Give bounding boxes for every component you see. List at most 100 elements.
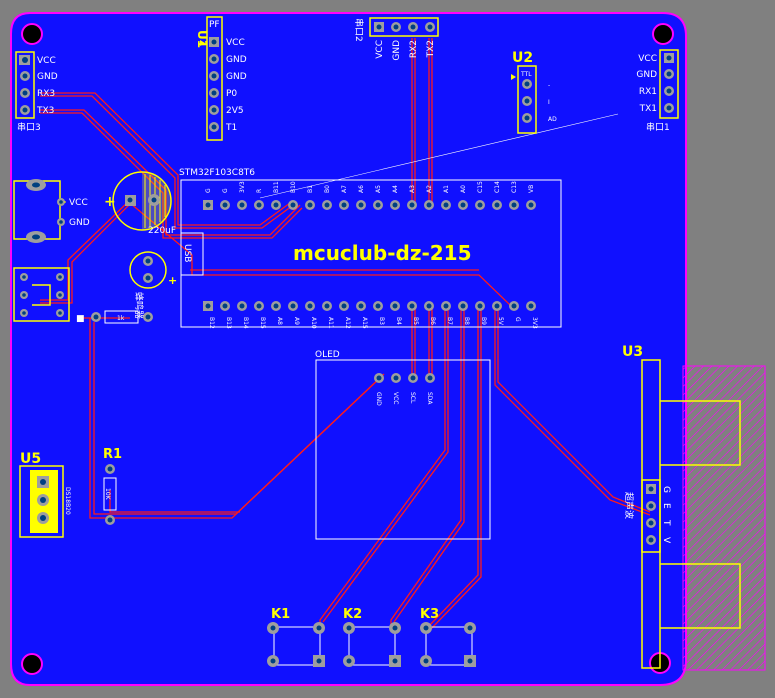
oled-pin-2: VCC: [392, 392, 399, 404]
mcu-bottom-pin-label-7: A10: [310, 317, 317, 329]
oled-pin-1: GND: [375, 392, 382, 406]
mcu-bottom-pin-3: B14: [237, 301, 249, 329]
mcu-top-pin-13: A3: [407, 185, 417, 210]
mcu-bottom-pin-label-14: B6: [429, 317, 436, 325]
u5-ref: U5: [20, 451, 41, 467]
k2-label: K2: [343, 607, 362, 622]
j3-pin-2: GND: [37, 72, 58, 82]
mcu-top-pin-label-19: C13: [511, 181, 518, 193]
transistor-mark: ■: [76, 314, 85, 324]
mcu-bottom-pin-17: B9: [475, 301, 487, 325]
j2-pin-3: RX2: [409, 40, 419, 58]
u2-module: U2 TTL - I AD: [511, 50, 557, 134]
oled-pin-3: SCL: [409, 392, 416, 404]
mcu-top-pin-16: A0: [458, 185, 468, 210]
mcu-bottom-pin-2: B13: [220, 301, 232, 329]
mcu-top-pin-4: R: [254, 189, 264, 210]
buzzer-name: 蜂鸣器: [133, 292, 145, 319]
power-pin-1: VCC: [69, 198, 88, 208]
u3-pin-2: E: [661, 503, 671, 509]
mcu-top-pin-label-3: 3V3: [239, 181, 246, 193]
mcu-bottom-pin-label-10: A15: [361, 317, 368, 329]
mcu-top-pin-label-14: A2: [426, 185, 433, 193]
mcu-top-pin-label-15: A1: [443, 185, 450, 193]
mcu-top-pin-10: A6: [356, 185, 366, 210]
mcu-bottom-pin-label-2: B13: [225, 317, 232, 329]
mcu-bottom-pin-18: 5V: [492, 301, 504, 326]
u1-pin-3: GND: [226, 72, 247, 82]
mcu-bottom-pin-label-9: A12: [344, 317, 351, 329]
mcu-top-pin-label-11: A5: [375, 185, 382, 193]
mcu-top-pin-label-12: A4: [392, 185, 399, 193]
u3-ref: U3: [622, 344, 643, 360]
mcu-bottom-pin-8: A11: [322, 301, 334, 329]
ratsnest-line: [259, 113, 619, 199]
u1-pin-6: T1: [225, 123, 237, 133]
mcu-top-pin-18: C14: [492, 181, 502, 210]
mcu-bottom-pin-label-6: A9: [293, 317, 300, 325]
u3-pin-3: T: [661, 519, 671, 526]
u2-pin-2: -: [548, 82, 550, 89]
mcu-bottom-pin-11: B3: [373, 301, 385, 325]
mcu-top-pin-label-5: B11: [273, 181, 280, 193]
mcu-top-pin-label-17: C15: [477, 181, 484, 193]
u2-ref: U2: [512, 50, 533, 66]
board-body: [10, 12, 687, 686]
mcu-top-pin-5: B11: [271, 181, 281, 210]
j2-pin-1: VCC: [375, 40, 385, 59]
board-title: mcuclub-dz-215: [293, 241, 472, 265]
mcu-bottom-pin-10: A15: [356, 301, 368, 329]
mcu-bottom-pin-5: A8: [271, 301, 283, 325]
oled-title: OLED: [315, 350, 340, 360]
u3-pin-4: V: [661, 537, 671, 544]
j2-pin-2: GND: [392, 40, 402, 61]
buzzer-plus: +: [168, 274, 177, 287]
mcu-label: STM32F103C8T6: [179, 168, 255, 178]
u3-ultrasonic: U3 G E T V 超声波: [622, 344, 741, 669]
mcu-bottom-pin-7: A10: [305, 301, 317, 329]
mcu-top-pin-label-1: G: [205, 188, 212, 193]
mcu-bottom-pin-14: B6: [424, 301, 436, 325]
mcu-bottom-pin-15: B7: [441, 301, 453, 325]
u2-pin-1: TTL: [520, 71, 532, 78]
tracks: [40, 38, 651, 631]
key-k2[interactable]: K2: [343, 607, 401, 667]
mcu-top-pin-8: B0: [322, 185, 332, 210]
mcu-bottom-pin-1: B12: [203, 301, 215, 329]
key-k1[interactable]: K1: [267, 607, 325, 667]
mcu-bottom-pin-label-13: B5: [412, 317, 419, 325]
mcu-top-pin-label-8: B0: [324, 185, 331, 193]
mcu-top-pin-12: A4: [390, 185, 400, 210]
mcu-bottom-pin-label-20: 3V3: [531, 317, 538, 329]
mcu-bottom-pin-label-12: B4: [395, 317, 402, 325]
u1-tag: PF: [209, 20, 220, 30]
mcu-top-pin-label-9: A7: [341, 185, 348, 193]
mcu-bottom-pin-label-8: A11: [327, 317, 334, 329]
power-jack: VCC GND: [13, 179, 90, 243]
j1-pin-1: VCC: [638, 54, 657, 64]
u1-module: U1 PF VCC GND GND P0 2V5 T1: [195, 16, 247, 141]
serial-port-1: VCC GND RX1 TX1 串口1: [636, 49, 679, 133]
j3-pin-3: RX3: [37, 89, 55, 99]
u1-pin-4: P0: [226, 89, 237, 99]
mcu-bottom-pin-6: A9: [288, 301, 300, 325]
power-switch: [13, 267, 70, 322]
j1-pin-3: RX1: [639, 87, 657, 97]
mcu-top-pin-label-18: C14: [494, 181, 501, 193]
j3-name: 串口3: [17, 122, 41, 133]
oled-pin-4: SDA: [426, 392, 433, 405]
u3-name: 超声波: [623, 492, 635, 519]
power-pin-2: GND: [69, 218, 90, 228]
j1-pin-4: TX1: [639, 104, 657, 114]
mcu-top-pin-label-7: B1: [307, 185, 314, 193]
mcu-top-pin-17: C15: [475, 181, 485, 210]
key-k3[interactable]: K3: [420, 607, 476, 667]
mcu-bottom-pin-label-17: B9: [480, 317, 487, 325]
mcu-top-pin-15: A1: [441, 185, 451, 210]
mcu-bottom-pin-label-15: B7: [446, 317, 453, 325]
serial-port-3: VCC GND RX3 TX3 串口3: [15, 51, 58, 133]
u5-ds18b20: U5 DS18B20: [19, 451, 71, 538]
